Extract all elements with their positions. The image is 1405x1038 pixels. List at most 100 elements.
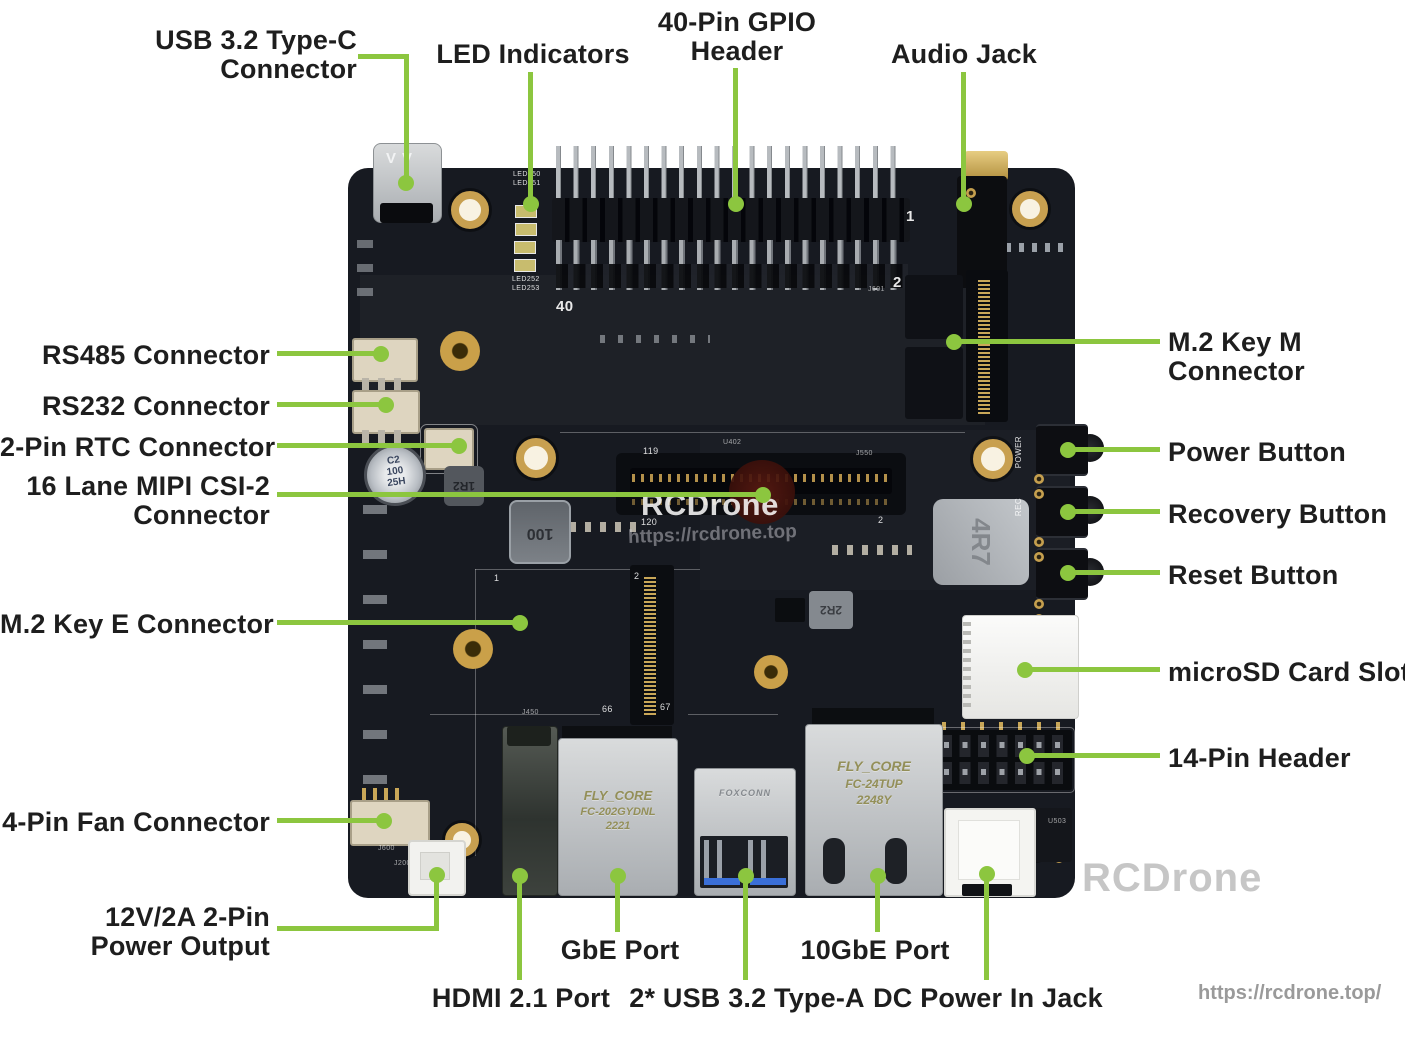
callout-microsd: microSD Card Slot (1168, 657, 1405, 687)
brass-standoff (453, 629, 493, 669)
solder-pad-column (357, 240, 373, 310)
silk-120: 120 (641, 517, 658, 527)
tengbe-hole (885, 838, 907, 884)
led-indicator (514, 259, 536, 272)
leader-line (517, 882, 522, 980)
leader-line (277, 620, 520, 625)
leader-line (404, 54, 409, 183)
callout-rtc: 2-Pin RTC Connector (0, 432, 276, 462)
leader-dot (523, 196, 539, 212)
hdmi-port-top (507, 726, 551, 746)
leader-line (277, 402, 386, 407)
usb-a-blue-tab (750, 878, 786, 885)
silkscreen-line (560, 432, 965, 433)
callout-14pin-header: 14-Pin Header (1168, 743, 1351, 773)
callout-hdmi: HDMI 2.1 Port (431, 983, 611, 1013)
silk-keye-1: 1 (494, 573, 500, 583)
screw-hole (973, 439, 1013, 479)
leader-line (743, 882, 748, 980)
silk-led253: LED253 (512, 285, 540, 292)
silk-2: 2 (878, 515, 884, 525)
callout-rs232: RS232 Connector (41, 391, 270, 421)
callout-fan: 4-Pin Fan Connector (2, 807, 270, 837)
leader-line (875, 882, 880, 932)
silk-power: POWER (1014, 436, 1023, 469)
leader-dot (451, 438, 467, 454)
usb-c-opening (380, 203, 433, 223)
screw-hole (516, 438, 556, 478)
leader-line (1071, 509, 1160, 514)
tengbe-port-etching: FLY_CORE FC-24TUP 2248Y (837, 758, 911, 808)
ram-chip (905, 347, 963, 419)
corner-watermark-brand: RCDrone (1082, 856, 1263, 900)
leader-dot (1060, 565, 1076, 581)
rs485-pins (362, 378, 402, 393)
led-indicator (515, 223, 537, 236)
leader-line (358, 54, 409, 59)
screw-hole (1012, 191, 1048, 227)
silk-j601: J601 (868, 286, 885, 293)
silk-keye-67: 67 (660, 702, 671, 712)
smd-row (600, 335, 710, 343)
leader-line (277, 351, 381, 356)
gbe-port-etching: FLY_CORE FC-202GYDNL 2221 (580, 788, 656, 833)
leader-line (1071, 447, 1160, 452)
callout-usb-a: 2* USB 3.2 Type-A (629, 983, 865, 1013)
callout-m2-key-m-line2: Connector (1168, 356, 1305, 386)
silk-u402: U402 (723, 439, 742, 446)
leader-dot (956, 196, 972, 212)
callout-usb-c-line2: Connector (220, 54, 357, 84)
leader-dot (1019, 748, 1035, 764)
inductor-2r2: 2R2 (809, 591, 853, 629)
callout-power-out-line1: 12V/2A 2-Pin (105, 902, 270, 932)
callout-mipi: 16 Lane MIPI CSI-2 Connector (0, 472, 270, 530)
gold-via (1034, 552, 1044, 562)
gold-via (1034, 474, 1044, 484)
silk-u503: U503 (1048, 818, 1067, 825)
ram-chip (905, 275, 963, 339)
brass-standoff (754, 655, 788, 689)
smd-row (832, 545, 912, 555)
silk-led252: LED252 (512, 276, 540, 283)
gold-via (1034, 489, 1044, 499)
inductor-1r2: 1R2 (444, 466, 484, 506)
inductor-100: 100 (509, 500, 571, 564)
tengbe-hole (823, 838, 845, 884)
header14-pin-tips (942, 722, 1068, 732)
callout-led: LED Indicators (436, 39, 630, 69)
leader-dot (512, 615, 528, 631)
callout-audio: Audio Jack (890, 39, 1038, 69)
leader-dot (979, 866, 995, 882)
m2-key-m-contacts (978, 280, 990, 414)
usb-brand-etching: FOXCONN (719, 788, 771, 798)
leader-line (615, 882, 620, 932)
leader-line (733, 68, 738, 200)
hdmi-port (502, 726, 558, 896)
callout-power-button: Power Button (1168, 437, 1346, 467)
silk-keye-2: 2 (634, 571, 640, 581)
rtc-connector (420, 424, 478, 474)
leader-line (961, 72, 966, 200)
leader-line (434, 873, 439, 931)
regulator-chip (775, 598, 805, 622)
audio-jack-pin (966, 188, 976, 198)
usb-a-blue-tab (704, 878, 740, 885)
led-indicator (514, 241, 536, 254)
callout-mipi-line1: 16 Lane MIPI CSI-2 (26, 471, 270, 501)
leader-dot (1060, 442, 1076, 458)
leader-line (1030, 753, 1160, 758)
callout-usb-c-line1: USB 3.2 Type-C (155, 25, 357, 55)
brass-standoff (440, 331, 480, 371)
leader-dot (1060, 504, 1076, 520)
silk-pin40: 40 (556, 298, 574, 315)
silkscreen-line (475, 569, 700, 570)
leader-line (528, 72, 533, 200)
silk-j550: J550 (856, 450, 873, 457)
silk-j450: J450 (522, 709, 539, 716)
callout-gpio-line1: 40-Pin GPIO (657, 7, 817, 37)
callout-gbe: GbE Port (560, 935, 680, 965)
leader-dot (429, 867, 445, 883)
header14-pin-dots-row1 (944, 742, 1068, 748)
callout-power-out: 12V/2A 2-Pin Power Output (0, 903, 270, 961)
leader-line (277, 492, 763, 497)
